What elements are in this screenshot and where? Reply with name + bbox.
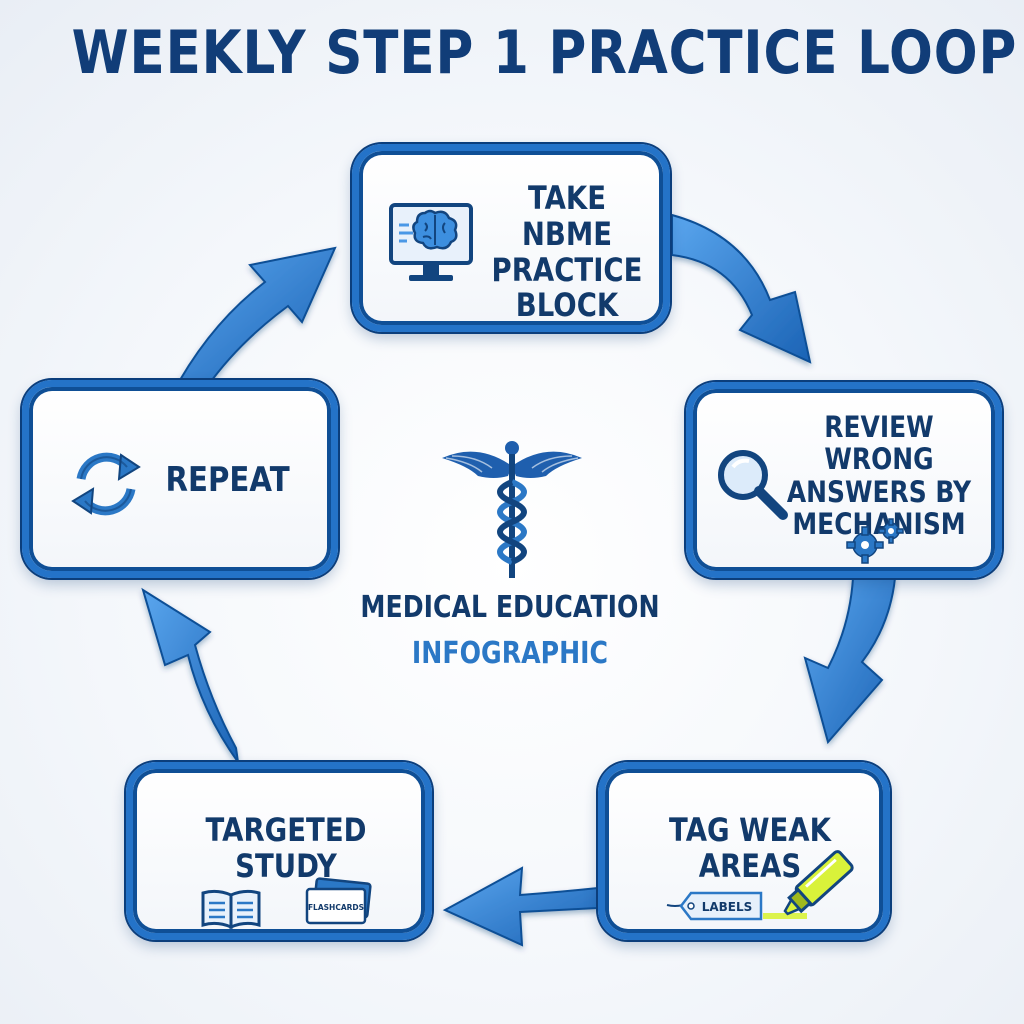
highlighter-icon <box>763 850 854 919</box>
center-title: MEDICAL EDUCATION <box>360 590 660 625</box>
arrow-step3-to-step4 <box>442 866 599 947</box>
flashcards-icon: FLASHCARDS <box>305 877 372 925</box>
gears-icon <box>846 518 904 564</box>
step-label-repeat: REPEAT <box>165 460 290 500</box>
step-card-tag-weak-areas: TAG WEAK AREAS LABELS <box>598 762 890 940</box>
step-card-take-nbme: TAKE NBME PRACTICE BLOCK <box>352 144 670 332</box>
arrow-step5-to-step1 <box>178 246 337 381</box>
refresh-icon <box>71 452 141 516</box>
step-label-review-wrong-answers: REVIEW WRONG ANSWERS BY MECHANISM <box>786 410 972 542</box>
label-tag-text: LABELS <box>702 900 753 914</box>
computer-brain-icon <box>389 203 473 281</box>
arrow-step1-to-step2 <box>671 213 812 364</box>
step-label-targeted-study: TARGETED STUDY <box>205 811 367 885</box>
magnifier-icon <box>718 450 788 520</box>
step-card-repeat: REPEAT <box>22 380 338 578</box>
label-tag-icon: LABELS <box>666 891 763 921</box>
arrow-step4-to-step5 <box>141 587 239 763</box>
arrow-step2-to-step3 <box>803 577 897 745</box>
step-card-targeted-study: TARGETED STUDY FLASHCARDS <box>126 762 432 940</box>
step-label-tag-weak-areas: TAG WEAK AREAS <box>669 811 831 885</box>
page-title: WEEKLY STEP 1 PRACTICE LOOP <box>71 18 1018 88</box>
flashcards-label: FLASHCARDS <box>308 903 364 912</box>
step-card-review-wrong-answers: REVIEW WRONG ANSWERS BY MECHANISM <box>686 382 1002 578</box>
open-book-icon <box>201 889 261 930</box>
caduceus-icon <box>442 441 582 578</box>
step-label-take-nbme: TAKE NBME PRACTICE BLOCK <box>491 179 643 325</box>
center-subtitle: INFOGRAPHIC <box>411 636 609 671</box>
